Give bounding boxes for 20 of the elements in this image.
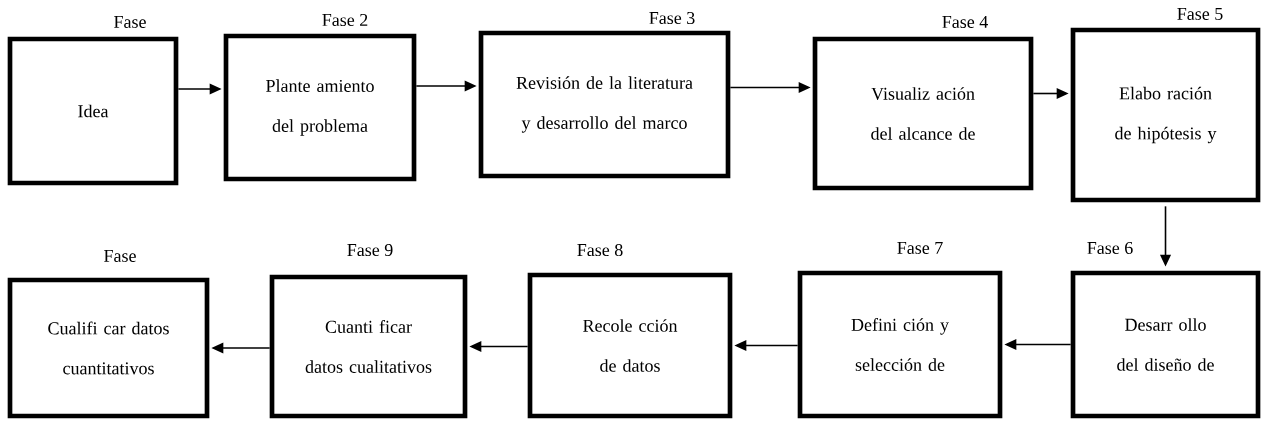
phase-heading: Fase 2 <box>322 13 368 27</box>
process-box: Visualiz ación del alcance de <box>812 36 1034 191</box>
process-box: Cuanti ficar datos cualitativos <box>269 274 468 419</box>
process-box: Revisión de la literatura y desarrollo del marco <box>478 30 731 179</box>
phase-heading: Fase <box>114 16 146 28</box>
phase-heading: Fase 3 <box>649 11 695 25</box>
phase-heading: Fase 4 <box>942 16 988 28</box>
process-box: Desarr ollo del diseño de <box>1070 270 1261 419</box>
phase-heading: Fase 6 <box>1087 241 1133 255</box>
process-box: Idea <box>7 36 179 186</box>
process-box: Recole cción de datos <box>527 272 733 419</box>
process-box: Defini ción y selección de <box>797 270 1003 419</box>
process-box: Elabo ración de hipótesis y <box>1070 27 1261 203</box>
process-box: Cualifi car datos cuantitativos <box>7 277 210 419</box>
process-box: Plante amiento del problema <box>223 33 417 182</box>
phase-heading: Fase <box>104 250 136 262</box>
phase-heading: Fase 7 <box>897 242 943 254</box>
phase-heading: Fase 9 <box>347 243 393 257</box>
phase-heading: Fase 8 <box>577 243 623 257</box>
phase-heading: Fase 5 <box>1177 8 1223 20</box>
